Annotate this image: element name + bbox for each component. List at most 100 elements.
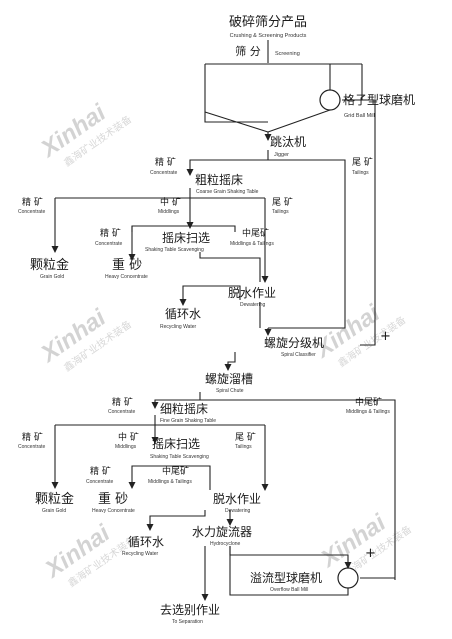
label-chute-middlings-tailings: 中尾矿 Middlings & Tailings xyxy=(346,396,390,415)
flow-label-zh: 中尾矿 xyxy=(162,465,189,477)
label-scav2-middlings-tailings: 中尾矿 Middlings & Tailings xyxy=(148,465,192,485)
node-label-en: Coarse Grain Shaking Table xyxy=(196,189,259,195)
flow-label-en: Tailings xyxy=(352,170,369,176)
label-scav2-concentrate: 精 矿 Concentrate xyxy=(86,465,113,485)
node-label-zh: 去选别作业 xyxy=(160,603,220,617)
node-grid-ball-mill: 格子型球磨机 Grid Ball Mill xyxy=(343,92,415,119)
node-label-zh: 格子型球磨机 xyxy=(343,92,415,107)
node-label-en: Dewatering xyxy=(225,508,251,514)
flow-label-en: Concentrate xyxy=(18,444,45,450)
node-label-zh: 破碎筛分产品 xyxy=(229,15,307,30)
label-fine-tailings: 尾 矿 Tailings xyxy=(235,431,256,450)
flow-label-en: Tailings xyxy=(272,209,289,215)
node-label-en: Hydrocyclone xyxy=(210,541,241,547)
flow-line xyxy=(267,109,331,133)
node-label-en: Recycling Water xyxy=(160,324,197,330)
node-jigger: 跳汰机 Jigger xyxy=(270,135,306,158)
flow-line xyxy=(204,111,269,133)
flow-label-en: Middlings & Tailings xyxy=(346,409,390,415)
node-label-zh: 摇床扫选 xyxy=(162,231,210,245)
flow-label-en: Tailings xyxy=(235,444,252,450)
node-overflow-ball-mill: 溢流型球磨机 Overflow Ball Mill xyxy=(250,571,322,593)
plus-sign: + xyxy=(380,329,391,344)
node-label-zh: 筛 分 xyxy=(235,44,261,58)
node-heavy-1: 重 砂 Heavy Concentrate xyxy=(105,257,148,280)
node-dewatering-1: 脱水作业 Dewatering xyxy=(228,285,276,308)
flow-label-en: Middlings & Tailings xyxy=(148,479,192,485)
node-label-zh: 溢流型球磨机 xyxy=(250,571,322,585)
node-recycling-2: 循环水 Recycling Water xyxy=(122,535,164,557)
flow-arrow xyxy=(186,150,269,176)
flow-label-zh: 中 矿 xyxy=(118,431,139,443)
label-fine-middlings: 中 矿 Middlings xyxy=(115,431,139,450)
node-label-zh: 颗粒金 xyxy=(35,491,74,507)
flow-label-zh: 尾 矿 xyxy=(272,196,293,208)
node-label-en: Shaking Table Scavenging xyxy=(150,454,209,460)
node-label-zh: 螺旋溜槽 xyxy=(205,371,253,386)
node-fine-table: 细粒摇床 Fine Grain Shaking Table xyxy=(160,401,216,424)
node-label-zh: 循环水 xyxy=(165,307,201,321)
node-label-en: Grid Ball Mill xyxy=(344,113,375,119)
label-chute-concentrate: 精 矿 Concentrate xyxy=(108,396,135,415)
node-label-zh: 颗粒金 xyxy=(30,257,69,273)
node-label-zh: 粗粒摇床 xyxy=(195,172,243,187)
node-hydrocyclone: 水力旋流器 Hydrocyclone xyxy=(192,525,252,547)
label-coarse-middlings: 中 矿 Middlings xyxy=(158,196,181,215)
node-to-separation: 去选别作业 To Separation xyxy=(160,603,220,625)
flow-arrow xyxy=(179,285,241,306)
flow-line xyxy=(268,300,346,329)
flow-lines xyxy=(51,40,396,601)
node-label-zh: 细粒摇床 xyxy=(160,401,208,416)
flow-label-zh: 中尾矿 xyxy=(355,396,382,408)
node-label-en: Heavy Concentrate xyxy=(92,508,135,514)
flow-label-zh: 尾 矿 xyxy=(352,156,373,168)
node-label-en: Spiral Classifier xyxy=(281,352,316,358)
node-label-zh: 水力旋流器 xyxy=(192,525,252,539)
node-label-en: Screening xyxy=(275,51,300,57)
node-label-en: Recycling Water xyxy=(122,551,159,557)
flow-line xyxy=(229,546,349,596)
flow-line xyxy=(131,465,211,490)
flow-line xyxy=(342,99,376,346)
flow-arrow xyxy=(224,352,236,371)
node-dewatering-2: 脱水作业 Dewatering xyxy=(213,491,261,514)
flow-label-en: Concentrate xyxy=(18,209,45,215)
node-spiral-chute: 螺旋溜槽 Spiral Chute xyxy=(205,371,253,394)
flow-label-en: Concentrate xyxy=(95,241,122,247)
node-label-zh: 螺旋分级机 xyxy=(264,336,324,350)
node-label-en: Heavy Concentrate xyxy=(105,274,148,280)
flow-line xyxy=(268,159,346,300)
node-label-zh: 循环水 xyxy=(128,535,164,549)
node-label-en: Shaking Table Scavenging xyxy=(145,247,204,253)
flow-label-en: Concentrate xyxy=(150,170,177,176)
node-label-en: Grain Gold xyxy=(40,274,64,280)
flow-line xyxy=(204,64,268,123)
flow-line xyxy=(200,399,396,580)
flow-label-zh: 精 矿 xyxy=(112,396,133,408)
node-label-en: Overflow Ball Mill xyxy=(270,587,308,593)
plus-sign: + xyxy=(365,546,376,561)
flow-arrow xyxy=(151,392,201,409)
node-scavenging-1: 摇床扫选 Shaking Table Scavenging xyxy=(145,231,210,253)
node-label-zh: 重 砂 xyxy=(98,491,128,507)
overflow-ball-mill-icon xyxy=(337,567,359,589)
node-label-zh: 脱水作业 xyxy=(228,285,276,300)
flow-label-en: Concentrate xyxy=(86,479,113,485)
node-label-en: Dewatering xyxy=(240,302,266,308)
flow-label-zh: 精 矿 xyxy=(100,227,121,239)
flow-label-zh: 精 矿 xyxy=(22,431,43,443)
flow-label-en: Middlings xyxy=(158,209,180,215)
flow-label-zh: 尾 矿 xyxy=(235,431,256,443)
node-spiral-classifier: 螺旋分级机 Spiral Classifier xyxy=(264,336,324,358)
flow-label-en: Middlings xyxy=(115,444,137,450)
node-label-en: Fine Grain Shaking Table xyxy=(160,418,216,424)
node-heavy-2: 重 砂 Heavy Concentrate xyxy=(92,491,135,514)
flow-label-en: Middlings & Tailings xyxy=(230,241,274,247)
flow-label-en: Concentrate xyxy=(108,409,135,415)
label-scav1-concentrate: 精 矿 Concentrate xyxy=(95,227,122,247)
node-screening: 筛 分 Screening xyxy=(235,44,300,58)
node-products: 破碎筛分产品 Crushing & Screening Products xyxy=(229,15,307,39)
flow-arrow xyxy=(146,510,206,531)
